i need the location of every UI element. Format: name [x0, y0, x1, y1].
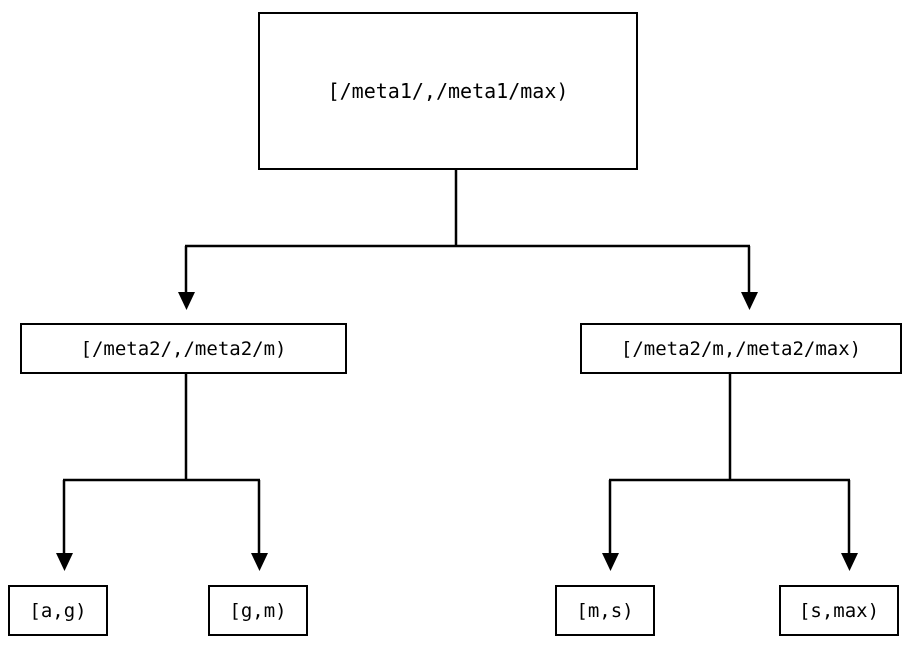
tree-node-root[interactable]: [/meta1/,/meta1/max) — [258, 12, 638, 170]
arrowhead-root-to-mid-right — [741, 292, 758, 310]
arrowhead-mid-right-to-leaf-smax — [841, 553, 858, 571]
tree-node-leaf-smax[interactable]: [s,max) — [779, 585, 899, 636]
arrowhead-mid-right-to-leaf-ms — [602, 553, 619, 571]
arrowhead-mid-left-to-leaf-ag — [56, 553, 73, 571]
tree-node-leaf-gm[interactable]: [g,m) — [208, 585, 308, 636]
tree-node-mid-left[interactable]: [/meta2/,/meta2/m) — [20, 323, 347, 374]
arrowhead-mid-left-to-leaf-gm — [251, 553, 268, 571]
edge-mid-right-to-leaves — [602, 374, 858, 571]
edge-mid-left-to-leaves — [56, 374, 268, 571]
edge-root-to-level1 — [178, 170, 758, 310]
arrowhead-root-to-mid-left — [178, 292, 195, 310]
tree-node-leaf-ag[interactable]: [a,g) — [8, 585, 108, 636]
tree-node-leaf-ms[interactable]: [m,s) — [555, 585, 655, 636]
tree-node-mid-right[interactable]: [/meta2/m,/meta2/max) — [580, 323, 902, 374]
